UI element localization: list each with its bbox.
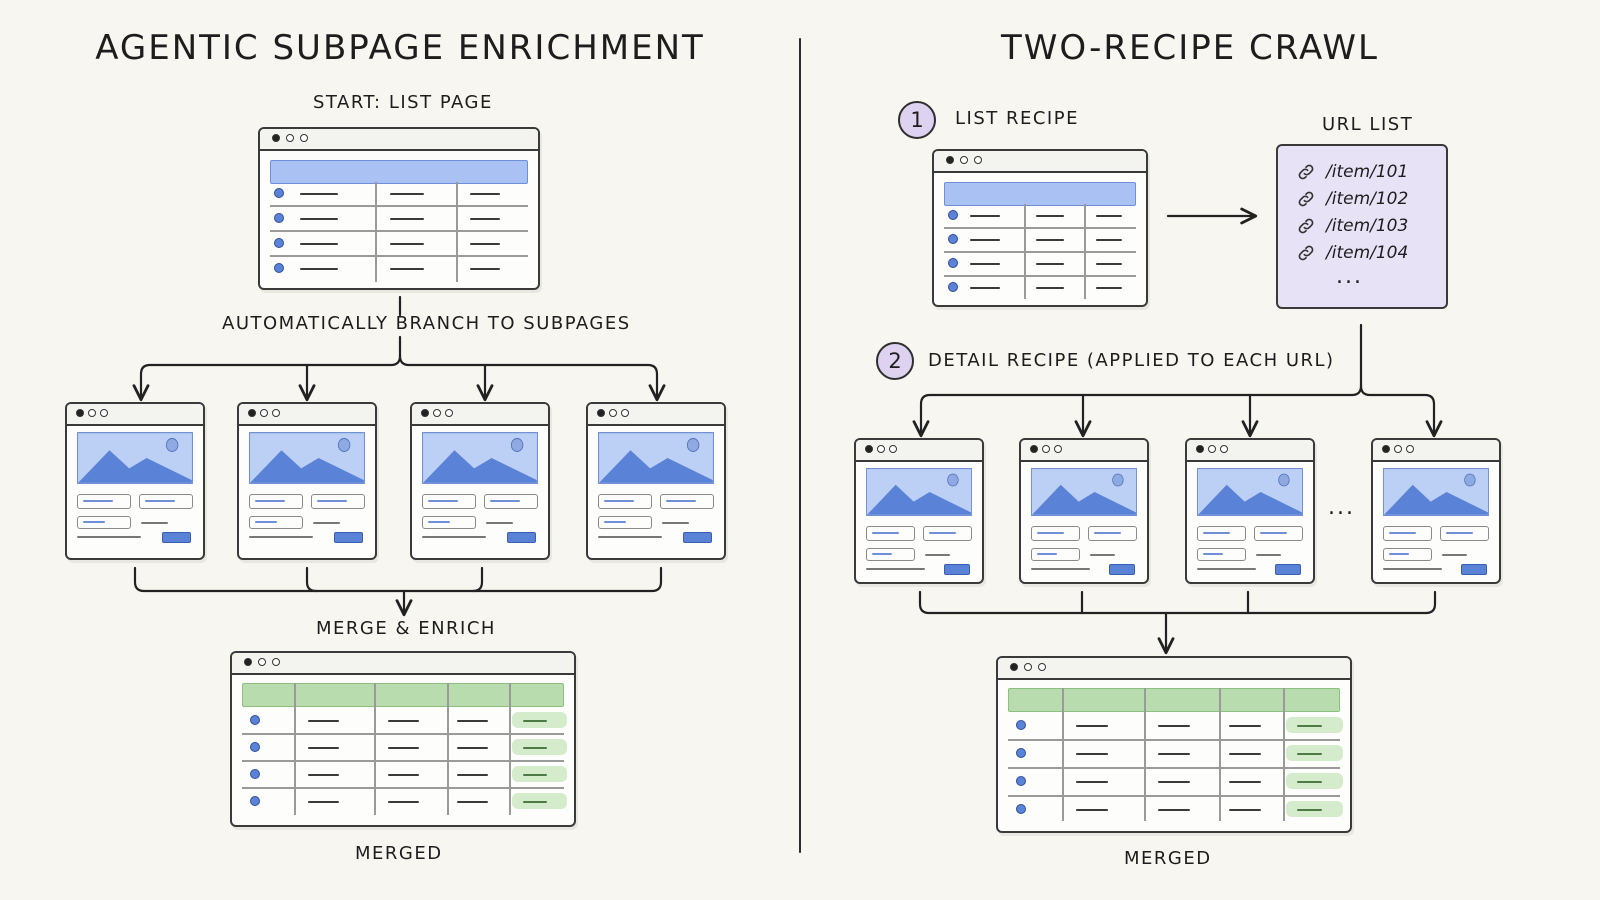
window-dots-icon: [1373, 440, 1499, 462]
submit-button-placeholder: [943, 564, 970, 575]
window-dots-icon: [856, 440, 982, 462]
url-more: ...: [1336, 264, 1363, 289]
image-placeholder-icon: [598, 432, 714, 484]
window-dots-icon: [998, 658, 1350, 680]
right-merged-label: MERGED: [1124, 848, 1212, 869]
detail-window: [1371, 438, 1501, 584]
step-2-label: DETAIL RECIPE (APPLIED TO EACH URL): [928, 350, 1335, 371]
url-text: /item/101: [1326, 162, 1409, 182]
start-label: START: LIST PAGE: [313, 92, 493, 113]
right-panel: TWO-RECIPE CRAWL 1 LIST RECIPE URL LIST …: [800, 0, 1600, 900]
row-bullet: [274, 213, 284, 223]
subpage-window: [65, 402, 205, 560]
image-placeholder-icon: [1197, 468, 1303, 516]
window-dots-icon: [1187, 440, 1313, 462]
subpage-window: [586, 402, 726, 560]
table-header: [270, 160, 528, 184]
window-dots-icon: [67, 404, 203, 426]
branch-label: AUTOMATICALLY BRANCH TO SUBPAGES: [222, 313, 631, 334]
window-dots-icon: [239, 404, 375, 426]
merge-label: MERGE & ENRICH: [316, 618, 496, 639]
image-placeholder-icon: [249, 432, 365, 484]
row-bullet: [948, 210, 958, 220]
row-bullet: [1016, 804, 1026, 814]
detail-window: [854, 438, 984, 584]
row-bullet: [274, 263, 284, 273]
row-bullet: [1016, 720, 1026, 730]
subpage-window: [237, 402, 377, 560]
row-bullet: [274, 238, 284, 248]
left-panel: AGENTIC SUBPAGE ENRICHMENT START: LIST P…: [65, 28, 726, 864]
image-placeholder-icon: [1031, 468, 1137, 516]
url-list-item: /item/103: [1296, 216, 1408, 236]
merged-table-window: [996, 656, 1352, 833]
image-placeholder-icon: [1383, 468, 1489, 516]
window-dots-icon: [588, 404, 724, 426]
table-header: [944, 182, 1136, 206]
window-dots-icon: [1021, 440, 1147, 462]
link-icon: [1298, 218, 1314, 234]
window-dots-icon: [260, 129, 538, 151]
step-2-badge: 2: [876, 342, 914, 380]
merged-table-window: [230, 651, 576, 827]
merged-table-header: [242, 683, 564, 707]
submit-button-placeholder: [1274, 564, 1301, 575]
submit-button-placeholder: [507, 532, 536, 543]
image-placeholder-icon: [422, 432, 538, 484]
row-bullet: [948, 282, 958, 292]
list-recipe-window: [932, 149, 1148, 307]
row-bullet: [1016, 776, 1026, 786]
url-list-item: /item/102: [1296, 189, 1408, 209]
image-placeholder-icon: [77, 432, 193, 484]
submit-button-placeholder: [1108, 564, 1135, 575]
row-bullet: [274, 188, 284, 198]
url-list-item: /item/104: [1296, 243, 1408, 263]
merged-table-header: [1008, 688, 1340, 712]
url-text: /item/104: [1326, 243, 1409, 263]
window-dots-icon: [412, 404, 548, 426]
row-bullet: [250, 795, 260, 806]
submit-button-placeholder: [683, 532, 712, 543]
left-merged-label: MERGED: [355, 843, 443, 864]
url-text: /item/102: [1326, 189, 1409, 209]
row-bullet: [250, 741, 260, 752]
image-placeholder-icon: [866, 468, 972, 516]
link-icon: [1298, 164, 1314, 180]
row-bullet: [948, 258, 958, 268]
window-dots-icon: [934, 151, 1146, 173]
subpage-window: [410, 402, 550, 560]
submit-button-placeholder: [162, 532, 191, 543]
row-bullet: [250, 714, 260, 725]
list-page-window: [258, 127, 540, 290]
url-list-label: URL LIST: [1322, 114, 1414, 135]
detail-window: [1185, 438, 1315, 584]
submit-button-placeholder: [1460, 564, 1487, 575]
right-title: TWO-RECIPE CRAWL: [1001, 28, 1379, 68]
url-list-box: /item/101 /item/102 /item/103 /item/104 …: [1276, 144, 1448, 309]
detail-more: ...: [1328, 495, 1355, 520]
panel-divider: [799, 38, 801, 853]
submit-button-placeholder: [334, 532, 363, 543]
window-dots-icon: [232, 653, 574, 675]
step-1-label: LIST RECIPE: [955, 108, 1079, 129]
left-title: AGENTIC SUBPAGE ENRICHMENT: [95, 28, 705, 68]
url-list-item: /item/101: [1296, 162, 1408, 182]
row-bullet: [948, 234, 958, 244]
link-icon: [1298, 245, 1314, 261]
url-text: /item/103: [1326, 216, 1409, 236]
row-bullet: [250, 768, 260, 779]
row-bullet: [1016, 748, 1026, 758]
link-icon: [1298, 191, 1314, 207]
step-1-badge: 1: [898, 101, 936, 139]
detail-window: [1019, 438, 1149, 584]
